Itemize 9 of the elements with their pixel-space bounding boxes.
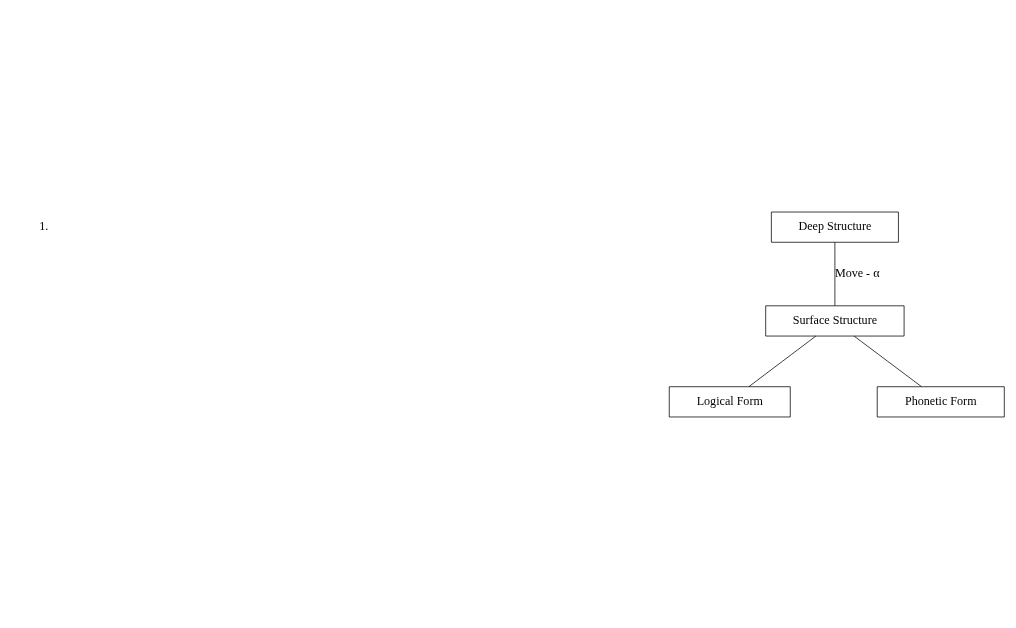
node-box: Surface Structure [765,304,905,336]
connector [853,335,922,387]
edge-label: Move - α [834,265,880,280]
label: 1. [39,218,49,233]
node-box: Deep Structure [771,211,899,243]
connector [834,241,836,306]
connector [748,335,817,387]
node-box: Logical Form [668,385,791,417]
node-box: Phonetic Form [876,385,1005,417]
